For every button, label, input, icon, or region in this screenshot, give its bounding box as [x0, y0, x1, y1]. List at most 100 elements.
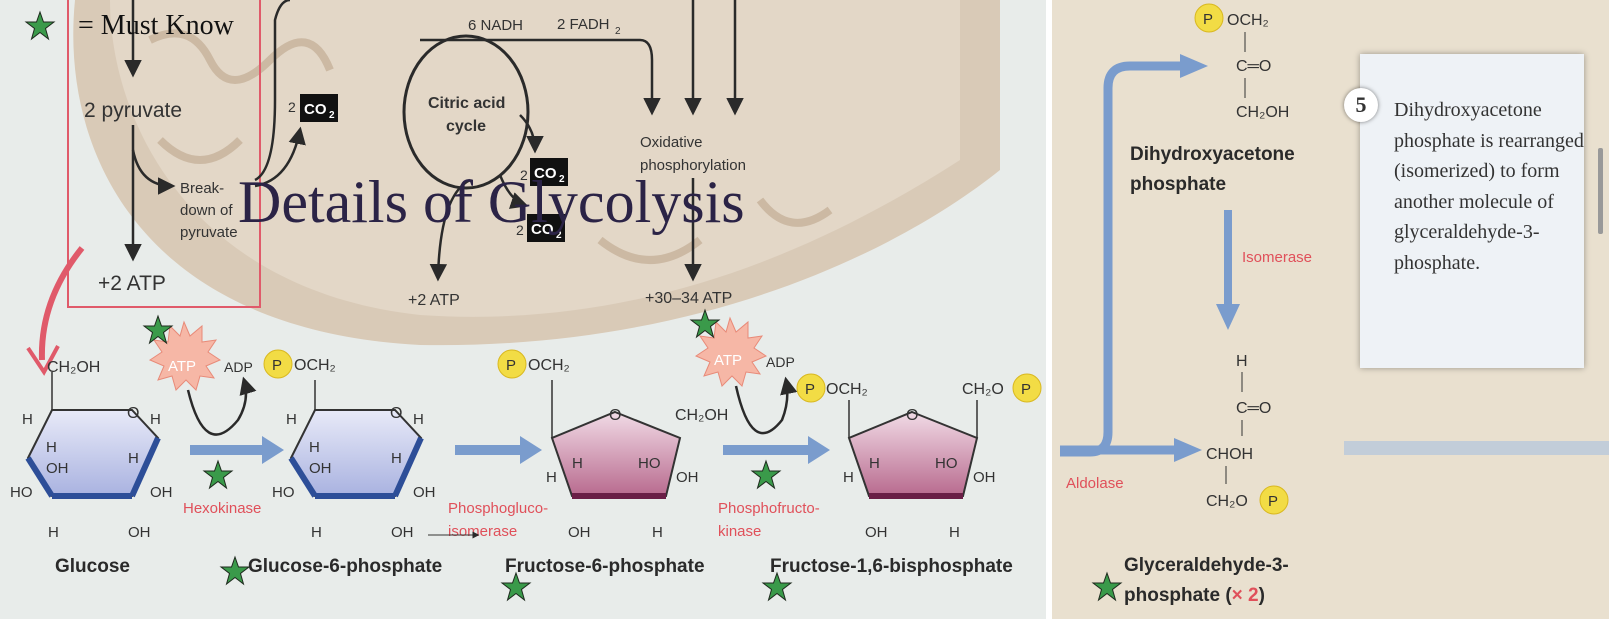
phosphate-circle — [1194, 3, 1224, 33]
glucose-h1: H — [22, 411, 33, 428]
red-arrow-head — [26, 345, 60, 376]
pathway-arrows — [190, 436, 830, 464]
overview-arrows — [124, 0, 744, 282]
g6p-och2: OCH₂ — [294, 357, 336, 374]
glucose-o: O — [127, 405, 139, 422]
panel-divider — [1046, 0, 1052, 619]
g3p-name-1: Glyceraldehyde-3- — [1124, 555, 1289, 576]
glucose-h4: H — [128, 450, 139, 467]
red-curved-arrow — [38, 246, 85, 361]
phosphate-p: P — [1021, 381, 1031, 398]
star-icon — [219, 555, 251, 586]
f6p-h1: H — [572, 455, 583, 472]
g6p-h5: H — [311, 524, 322, 541]
phosphate-p: P — [272, 357, 282, 374]
g6p-oh2: OH — [413, 484, 436, 501]
g6p-h4: H — [391, 450, 402, 467]
glucose-oh3: OH — [128, 524, 151, 541]
co2-label-1: CO — [304, 101, 327, 118]
phosphate-circle — [796, 373, 826, 403]
glucose-h3: H — [46, 439, 57, 456]
molecule-fructose-bisphosphate: Fructose-1,6-bisphosphate — [770, 556, 1013, 577]
star-icon — [1091, 571, 1123, 602]
adp-label-1: ADP — [224, 359, 253, 375]
phosphate-p: P — [805, 381, 815, 398]
nadh-label: 6 NADH — [468, 17, 523, 34]
f16bp-h1: H — [869, 455, 880, 472]
g3p-h: H — [1236, 353, 1248, 370]
fadh-label: 2 FADH — [557, 16, 610, 33]
step-number-badge: 5 — [1344, 88, 1378, 122]
f16bp-o: O — [906, 407, 918, 424]
glucose-h2: H — [150, 411, 161, 428]
enzyme-pgi-1: Phosphogluco- — [448, 500, 548, 517]
molecule-glucose: Glucose — [55, 556, 130, 577]
g6p-o: O — [390, 405, 402, 422]
enzyme-pfk-1: Phosphofructo- — [718, 500, 820, 517]
dhap-name-1: Dihydroxyacetone — [1130, 144, 1295, 165]
atp-label-1: ATP — [168, 358, 196, 375]
f16bp-ch2o: CH₂O — [962, 381, 1004, 398]
oxphos-label-2: phosphorylation — [640, 157, 746, 174]
phosphate-circle — [1259, 485, 1289, 515]
atp-burst-2: ATP — [694, 316, 768, 387]
hexokinase-cofactor-arrow — [186, 376, 257, 436]
citric-acid-cycle-circle — [402, 34, 530, 190]
g6p-h2: H — [413, 411, 424, 428]
pyruvate-label: 2 pyruvate — [84, 99, 182, 122]
co2-box-1 — [300, 94, 338, 122]
g3p-choh: CHOH — [1206, 446, 1253, 463]
f16bp-h3: H — [949, 524, 960, 541]
g3p-name-2b: ) — [1259, 585, 1265, 606]
f16bp-oh2: OH — [865, 524, 888, 541]
co2-box-3 — [527, 214, 565, 242]
right-panel-diagram: P OCH₂ C═O CH₂O H Dihydroxyacetone phosph… — [1060, 3, 1609, 606]
breakdown-label-3: pyruvate — [180, 224, 238, 241]
f16bp-oh1: OH — [973, 469, 996, 486]
legend-label: = Must Know — [78, 10, 234, 41]
phosphate-p: P — [1268, 493, 1278, 510]
glucose-ch2oh: CH₂OH — [47, 359, 100, 376]
co2-sub-2: 2 — [559, 174, 565, 185]
dhap-och2: OCH₂ — [1227, 12, 1269, 29]
scrollbar[interactable] — [1598, 148, 1603, 234]
g6p-h1: H — [286, 411, 297, 428]
oxphos-label-1: Oxidative — [640, 134, 703, 151]
g3p-multiplier: × 2 — [1232, 585, 1259, 606]
co2-label-2: CO — [534, 165, 557, 182]
star-icon — [750, 459, 782, 490]
g6p-oh1: OH — [309, 460, 332, 477]
g6p-h3: H — [309, 439, 320, 456]
enzyme-pgi-2: isomerase — [448, 523, 517, 540]
molecule-glucose-6-phosphate: Glucose-6-phosphate — [248, 556, 442, 577]
glucose-ho: HO — [10, 484, 33, 501]
molecule-fructose-6-phosphate: Fructose-6-phosphate — [505, 556, 705, 577]
atp-left-label: +2 ATP — [98, 272, 166, 295]
dhap-co: C═O — [1236, 58, 1271, 75]
enzyme-hexokinase: Hexokinase — [183, 500, 261, 517]
co2-box-2 — [530, 158, 568, 186]
breakdown-label-2: down of — [180, 202, 233, 219]
f6p-h2: H — [546, 469, 557, 486]
f6p-ch2oh: CH₂OH — [675, 407, 728, 424]
glucose-6-phosphate-structure: P OCH₂ O H H H OH H OH HO H OH — [263, 349, 436, 541]
g3p-name-2a: phosphate ( — [1124, 585, 1232, 606]
step-callout — [1360, 54, 1584, 368]
fadh-sub: 2 — [615, 26, 621, 37]
phosphate-circle — [263, 349, 293, 379]
atp-mid-label: +2 ATP — [408, 292, 460, 309]
g6p-ho: HO — [272, 484, 295, 501]
co2-sub-1: 2 — [329, 110, 335, 121]
enzyme-isomerase: Isomerase — [1242, 249, 1312, 266]
glucose-structure: CH₂OH O H H H OH H OH HO H OH — [10, 359, 173, 541]
step-description: Dihydroxyacetone phosphate is rearranged… — [1394, 99, 1584, 274]
f16bp-h2: H — [843, 469, 854, 486]
co2-coef-2: 2 — [520, 167, 528, 183]
enzyme-aldolase: Aldolase — [1066, 475, 1124, 492]
adp-label-2: ADP — [766, 354, 795, 370]
star-icon — [500, 571, 532, 602]
phosphate-p: P — [1203, 11, 1213, 28]
g3p-ch2o: CH₂O — [1206, 493, 1248, 510]
co2-label-3: CO — [531, 221, 554, 238]
